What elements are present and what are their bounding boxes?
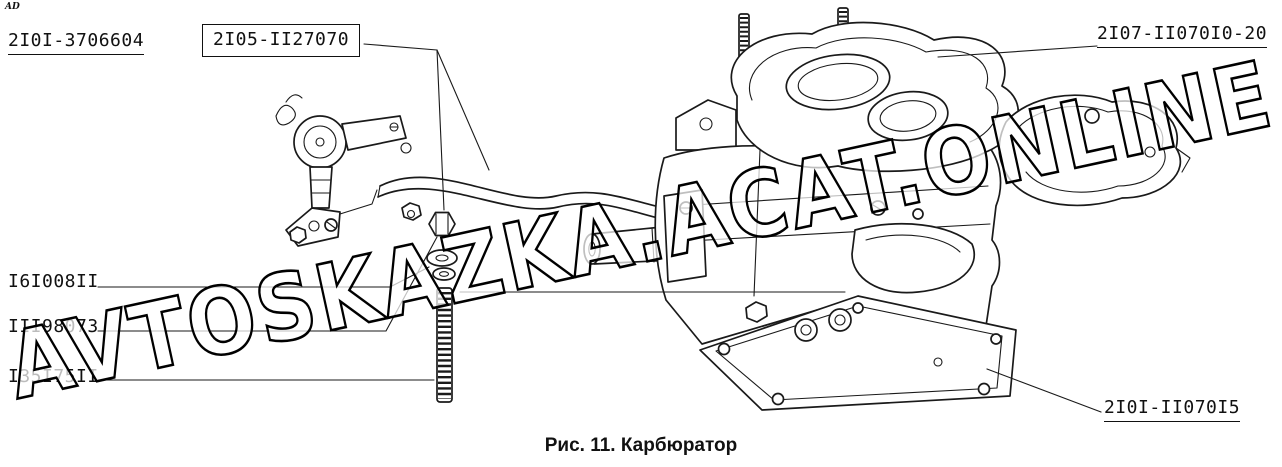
part-label-top-cover: 2I07-II070I0-20: [1097, 23, 1268, 48]
part-label-stud: I35I75II: [8, 366, 99, 387]
part-label-washer: I6I008II: [8, 271, 99, 292]
part-label-carb-assembly: 2I0I-3706604: [8, 30, 145, 55]
part-label-base: 2I0I-II070I5: [1104, 397, 1241, 422]
leader-lines: [97, 43, 1102, 413]
figure-caption: Рис. 11. Карбюратор: [544, 435, 738, 456]
base-flange: [699, 295, 1017, 411]
carburetor-body: [654, 99, 1002, 345]
air-horn-cover: [730, 21, 1019, 173]
choke-linkage-assembly: [275, 94, 422, 247]
part-label-hose: 2I05-II27070: [202, 24, 361, 57]
part-label-nut: III98073: [8, 316, 99, 337]
fuel-inlet-tube: [583, 225, 675, 265]
pump-cover: [998, 94, 1191, 207]
stud-and-fasteners: [426, 211, 458, 403]
corner-mark: AD: [5, 2, 20, 12]
